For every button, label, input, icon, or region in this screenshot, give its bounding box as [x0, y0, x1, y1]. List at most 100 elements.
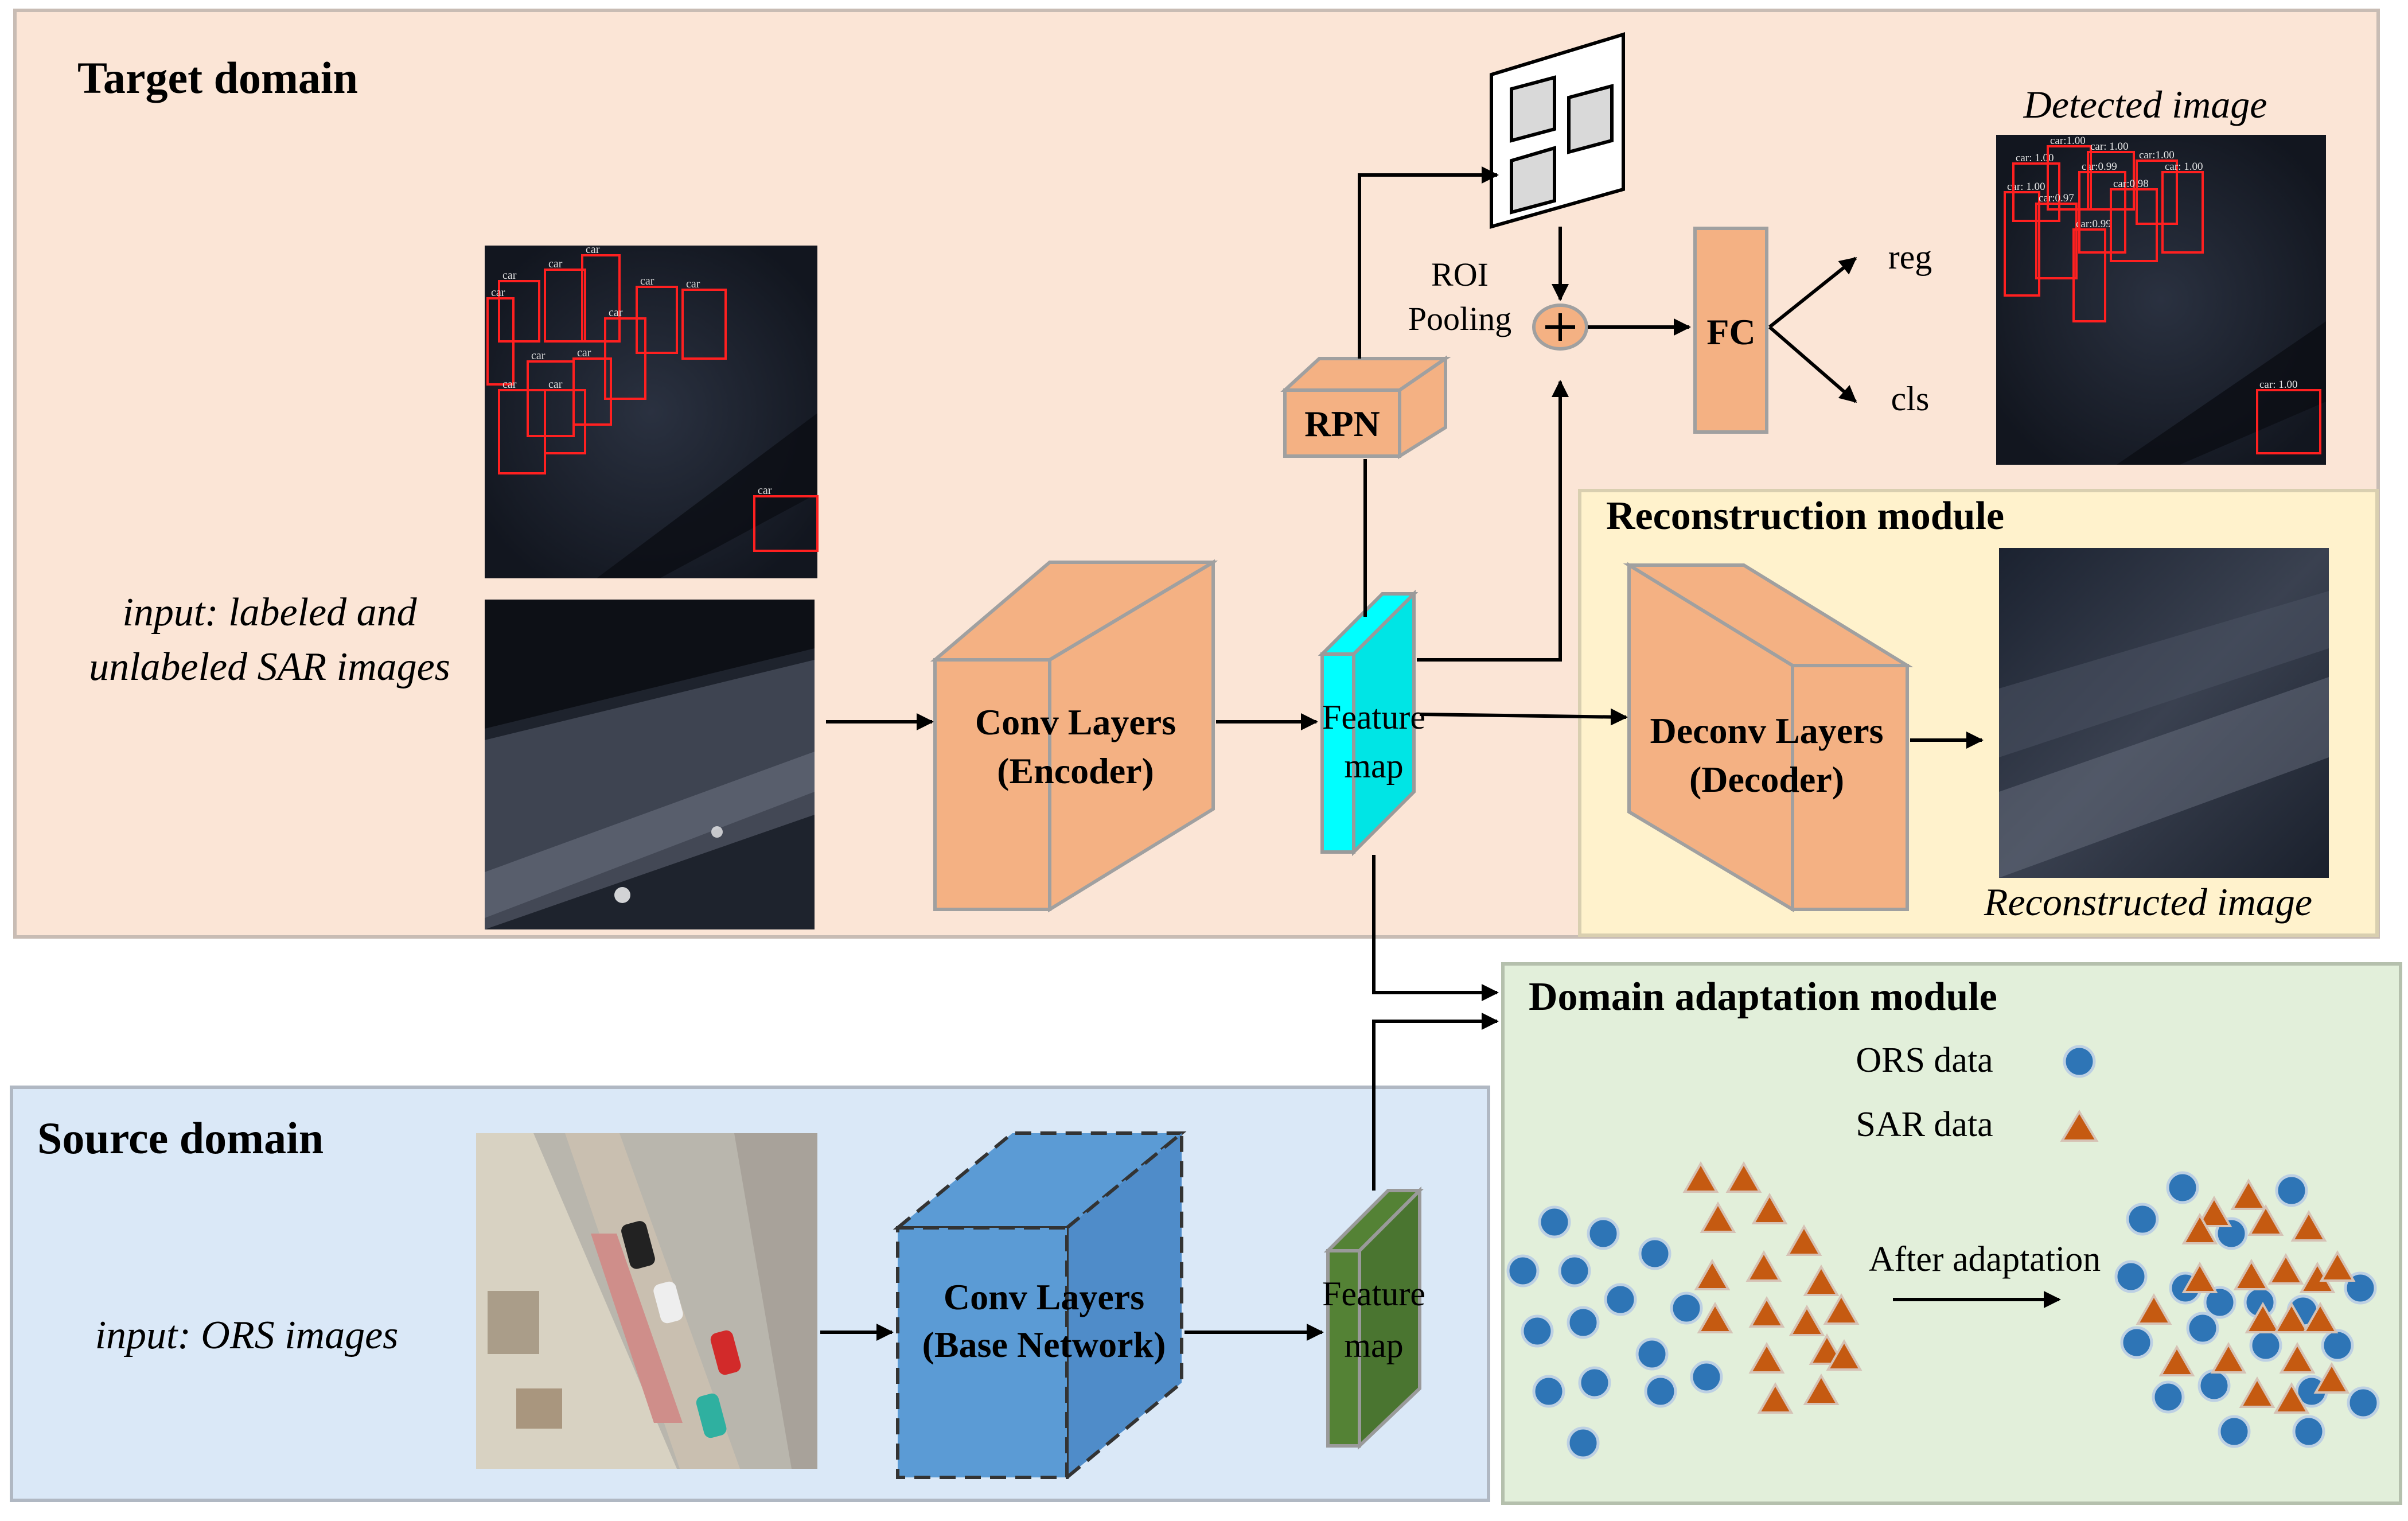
detection-score-label: car: 1.00 — [2165, 161, 2203, 173]
legend-sar-marker — [2060, 1110, 2099, 1142]
detection-label: car — [686, 278, 700, 290]
sar-data-point — [1748, 1341, 1785, 1374]
detection-score-label: car:0.97 — [2039, 192, 2074, 204]
sar-data-point — [1751, 1192, 1788, 1224]
scatter-after-adaptation — [2114, 1171, 2380, 1448]
detection-score-label: car:1.00 — [2050, 135, 2086, 147]
decoder-deconv-layers — [1623, 562, 1914, 913]
detection-label: car — [640, 275, 654, 287]
roi-label-line1: ROI — [1431, 256, 1489, 293]
sar-data-point — [2273, 1301, 2310, 1333]
sar-data-point — [1826, 1339, 1863, 1371]
source-feature-map — [1323, 1186, 1424, 1450]
sar-data-point — [1748, 1296, 1785, 1328]
ors-data-point — [2249, 1329, 2282, 1362]
detection-label: car — [502, 269, 517, 282]
sar-data-point — [1803, 1373, 1840, 1405]
ors-data-point — [2186, 1312, 2219, 1345]
detection-label: car — [531, 349, 545, 362]
legend-sar-label: SAR data — [1856, 1105, 1993, 1144]
ors-data-point — [2321, 1329, 2354, 1362]
rpn-label: RPN — [1304, 403, 1380, 444]
sar-data-point — [1725, 1161, 1762, 1193]
sar-data-point — [1789, 1304, 1825, 1336]
base-network-conv-layers — [893, 1129, 1187, 1481]
sar-data-point — [2245, 1301, 2281, 1333]
arrow-fc-to-reg — [1768, 256, 1857, 329]
flow-arrows — [820, 166, 2061, 1341]
cls-label: cls — [1891, 380, 1930, 418]
ors-image — [476, 1133, 817, 1469]
roi-pooling-grid — [1490, 32, 1625, 229]
sar-data-point — [2247, 1204, 2284, 1236]
sar-data-point — [2136, 1293, 2172, 1325]
detection-score-label: car:0.98 — [2113, 178, 2149, 190]
detection-score-label: car: 1.00 — [2007, 181, 2045, 193]
target-input-caption-line1: input: labeled and — [122, 590, 417, 635]
target-feature-label-line2: map — [1344, 747, 1403, 785]
ors-data-point — [1638, 1237, 1671, 1270]
detection-label: car — [609, 306, 623, 319]
arrow-target-feature-to-da — [1372, 855, 1499, 1001]
source-input-caption: input: ORS images — [95, 1313, 399, 1357]
ors-data-point — [2197, 1369, 2231, 1402]
detection-box — [604, 317, 646, 400]
sar-data-point — [2210, 1341, 2247, 1374]
reconstructed-image — [1999, 548, 2329, 878]
detection-score-label: car:0.99 — [2082, 161, 2117, 173]
arrow-feature-to-sum — [1417, 380, 1569, 662]
ors-data-point — [1532, 1375, 1565, 1408]
source-feature-label-line1: Feature — [1322, 1275, 1425, 1313]
arrow-rpn-to-roi — [1358, 166, 1499, 359]
ors-data-point — [1567, 1426, 1600, 1460]
sar-data-point — [1803, 1264, 1840, 1296]
detection-box — [2004, 191, 2040, 297]
detection-box — [2110, 188, 2158, 262]
ors-data-point — [2114, 1260, 2148, 1293]
ors-data-point — [2166, 1171, 2199, 1204]
source-feature-label-line2: map — [1344, 1327, 1403, 1364]
arrow-source-feature-to-da — [1372, 1013, 1499, 1191]
detected-image-caption: Detected image — [2023, 83, 2267, 126]
detection-box — [544, 389, 586, 454]
arrow-feature-to-decoder — [1419, 708, 1628, 726]
ors-data-point — [2218, 1415, 2251, 1448]
encoder-conv-layers — [930, 559, 1218, 913]
detection-label: car — [548, 258, 563, 270]
decoder-label-line1: Deconv Layers — [1650, 710, 1883, 751]
sar-data-point — [2239, 1376, 2275, 1408]
detection-box — [2256, 389, 2321, 454]
unlabeled-sar-image — [485, 600, 815, 929]
detection-label: car — [577, 347, 591, 359]
detection-score-label: car: 1.00 — [2016, 152, 2054, 164]
sar-data-point — [2196, 1195, 2232, 1227]
reconstructed-image-caption: Reconstructed image — [1984, 880, 2312, 924]
detection-box — [2161, 171, 2204, 254]
sar-data-point — [2181, 1212, 2218, 1244]
ors-data-point — [1567, 1306, 1600, 1339]
sar-data-point — [1745, 1250, 1782, 1282]
arrow-fc-to-cls — [1768, 325, 1857, 403]
detection-label: car — [491, 286, 505, 299]
target-feature-label-line1: Feature — [1322, 698, 1425, 736]
detection-box — [2136, 160, 2178, 225]
sar-data-point — [1823, 1293, 1860, 1325]
target-input-caption-line2: unlabeled SAR images — [89, 645, 450, 689]
detection-box — [2047, 145, 2092, 211]
fc-label: FC — [1706, 312, 1755, 352]
sar-data-point — [2279, 1341, 2316, 1374]
scatter-before-adaptation — [1506, 1161, 1863, 1460]
sar-data-point — [2313, 1361, 2350, 1394]
sar-data-point — [1700, 1201, 1736, 1233]
sar-data-point — [2302, 1301, 2339, 1333]
ors-data-point — [1644, 1375, 1677, 1408]
target-feature-map — [1318, 589, 1419, 857]
ors-data-point — [1670, 1292, 1703, 1325]
detection-box — [753, 495, 819, 552]
ors-data-point — [2152, 1380, 2185, 1414]
detection-score-label: car:1.00 — [2139, 149, 2175, 161]
detection-score-label: car:0.99 — [2076, 218, 2111, 230]
encoder-label-line2: (Encoder) — [997, 750, 1154, 791]
detection-box — [581, 254, 621, 343]
